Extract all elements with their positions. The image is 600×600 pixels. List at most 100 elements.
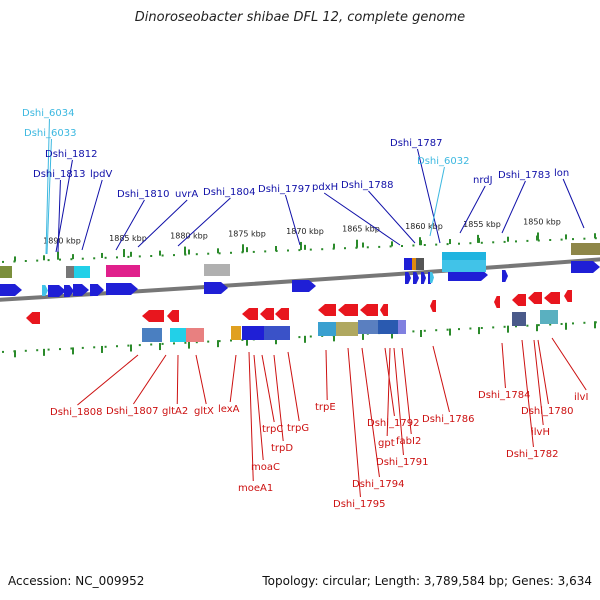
bottom-label-line bbox=[393, 347, 404, 456]
major-tick bbox=[300, 241, 302, 250]
tick-dot bbox=[230, 251, 232, 254]
bottom-gene-label: ilvI bbox=[574, 392, 588, 403]
minor-tick bbox=[188, 249, 190, 255]
reverse-gene bbox=[142, 310, 164, 322]
bottom-label-line bbox=[401, 347, 412, 435]
genome-summary: Topology: circular; Length: 3,789,584 bp… bbox=[262, 574, 592, 588]
tick-dot bbox=[161, 254, 164, 257]
bottom-gene-label: Dshi_1791 bbox=[376, 457, 428, 468]
bottom-label-line bbox=[325, 349, 328, 401]
tick-dot bbox=[412, 244, 415, 247]
gene-box bbox=[204, 264, 230, 276]
minor-tick bbox=[275, 337, 277, 345]
tick-dot bbox=[2, 260, 4, 263]
gene-box bbox=[242, 326, 264, 340]
tick-dot bbox=[104, 256, 107, 259]
tick-dot bbox=[93, 257, 96, 260]
minor-tick bbox=[72, 254, 74, 260]
tick-dot bbox=[207, 340, 210, 343]
tick-dot bbox=[81, 346, 84, 349]
tick-dot bbox=[230, 339, 232, 342]
bottom-label-line bbox=[533, 339, 544, 426]
tick-dot bbox=[59, 258, 61, 261]
reverse-gene bbox=[338, 304, 358, 316]
tick-dot bbox=[218, 340, 221, 343]
bottom-label-line bbox=[253, 354, 264, 461]
tick-dot bbox=[344, 247, 346, 250]
minor-tick bbox=[130, 251, 132, 257]
gene-box bbox=[336, 322, 358, 336]
gene-box bbox=[416, 258, 424, 270]
bottom-label-line bbox=[77, 354, 139, 406]
bottom-gene-label: Dshi_1795 bbox=[333, 499, 385, 510]
reverse-gene bbox=[318, 304, 336, 316]
top-gene-label: Dshi_1783 bbox=[498, 170, 550, 181]
label-lines bbox=[45, 118, 587, 498]
tick-dot bbox=[138, 344, 141, 347]
tick-dot bbox=[24, 349, 27, 352]
gene-box bbox=[512, 312, 526, 326]
top-gene-label: Dshi_1813 bbox=[33, 169, 85, 180]
tick-dot bbox=[583, 321, 586, 324]
top-gene-label: Dshi_1788 bbox=[341, 180, 393, 191]
tick-dot bbox=[560, 238, 563, 241]
reverse-gene bbox=[242, 308, 258, 320]
minor-tick bbox=[101, 345, 103, 353]
tick-dot bbox=[378, 245, 381, 248]
forward-gene bbox=[48, 285, 66, 297]
scale-label: 1890 kbp bbox=[43, 237, 81, 246]
tick-dot bbox=[104, 345, 107, 348]
bottom-gene-label: Dshi_1782 bbox=[506, 449, 558, 460]
top-label-line bbox=[562, 178, 585, 229]
tick-dot bbox=[36, 349, 39, 352]
tick-dot bbox=[13, 260, 16, 263]
bottom-gene-label: trpC bbox=[262, 424, 283, 435]
tick-dot bbox=[515, 325, 517, 328]
tick-dot bbox=[252, 250, 255, 253]
top-label-line bbox=[368, 190, 416, 244]
tick-dot bbox=[423, 244, 426, 246]
minor-tick bbox=[217, 340, 219, 348]
tick-dot bbox=[47, 259, 50, 262]
bottom-label-line bbox=[176, 354, 179, 405]
minor-tick bbox=[14, 256, 16, 262]
tick-dot bbox=[218, 252, 221, 255]
tick-dot bbox=[423, 329, 426, 332]
tick-dot bbox=[36, 259, 39, 262]
top-label-line bbox=[46, 138, 52, 255]
tick-dot bbox=[458, 328, 460, 331]
tick-dot bbox=[435, 243, 438, 246]
minor-tick bbox=[478, 327, 480, 335]
scale-label: 1855 kbp bbox=[463, 220, 501, 229]
minor-tick bbox=[420, 330, 422, 337]
bottom-gene-label: ilvH bbox=[531, 427, 550, 438]
minor-tick bbox=[536, 235, 538, 241]
bottom-label-line bbox=[273, 354, 284, 442]
tick-dot bbox=[321, 248, 324, 251]
reverse-gene bbox=[564, 290, 572, 302]
forward-gene bbox=[204, 282, 228, 294]
bottom-gene-label: gltX bbox=[194, 406, 214, 417]
minor-tick bbox=[391, 331, 393, 339]
bottom-gene-label: gpt bbox=[378, 438, 395, 449]
tick-dot bbox=[287, 249, 289, 252]
tick-dot bbox=[81, 257, 84, 260]
minor-tick bbox=[594, 321, 596, 329]
top-gene-label: Dshi_6032 bbox=[417, 156, 469, 167]
top-gene-label: Dshi_1812 bbox=[45, 149, 97, 160]
tick-dot bbox=[332, 247, 335, 250]
bottom-label-line bbox=[361, 347, 380, 478]
minor-tick bbox=[159, 250, 161, 256]
gene-box bbox=[442, 260, 486, 272]
tick-dot bbox=[298, 336, 301, 339]
top-label-line bbox=[177, 197, 231, 247]
gene-box bbox=[186, 328, 204, 342]
tick-dot bbox=[480, 327, 483, 329]
reverse-gene bbox=[275, 308, 289, 320]
gene-box bbox=[66, 266, 74, 278]
minor-tick bbox=[14, 350, 16, 358]
scale-label: 1875 kbp bbox=[228, 229, 266, 238]
tick-dot bbox=[583, 237, 586, 240]
top-gene-label: lpdV bbox=[90, 169, 112, 180]
